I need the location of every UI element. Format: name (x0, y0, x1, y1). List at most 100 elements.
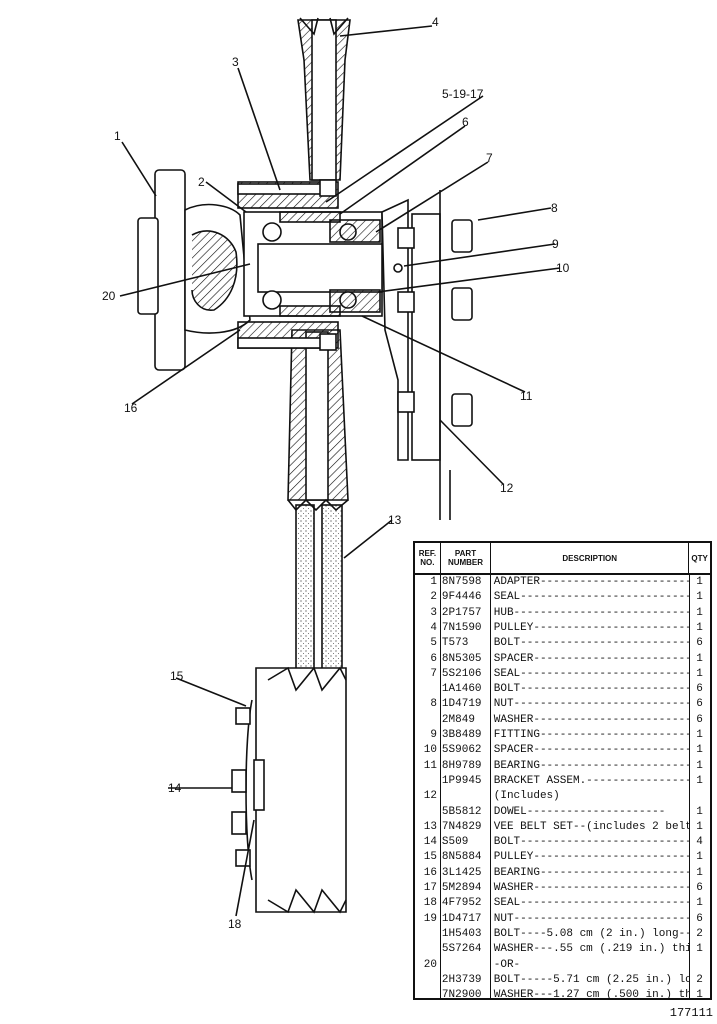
callout-2: 2 (198, 175, 205, 189)
row-part-number: 1D4717 (441, 912, 482, 925)
row-qty: 1 (696, 897, 703, 910)
row-part-number: 2M849 (441, 713, 475, 726)
row-ref-no: 13 (423, 820, 437, 833)
row-qty: 1 (696, 774, 703, 787)
row-part-number: 2P1757 (441, 606, 482, 619)
row-qty: 1 (696, 820, 703, 833)
row-qty: 1 (696, 805, 703, 818)
row-ref-no: 16 (423, 866, 437, 879)
row-part-number: 3B8489 (441, 729, 482, 741)
row-part-number: 5S9062 (441, 744, 482, 757)
row-description: PULLEY------------------------ (493, 621, 690, 634)
callout-11: 11 (520, 389, 533, 403)
header-qty: QTY (691, 553, 708, 563)
row-qty: 1 (696, 989, 703, 1002)
callout-15: 15 (170, 669, 184, 683)
row-part-number: 2H3739 (441, 973, 482, 986)
callout-8: 8 (551, 201, 558, 215)
row-part-number: 7N2900 (441, 989, 482, 1002)
row-part-number: T573 (441, 637, 469, 650)
callout-3: 3 (232, 55, 239, 69)
bearing-upper (262, 222, 282, 242)
row-ref-no: 12 (423, 790, 437, 803)
callout-6: 6 (462, 115, 469, 129)
row-ref-no: 15 (423, 851, 437, 864)
row-ref-no (415, 988, 440, 1003)
callout-4: 4 (432, 15, 439, 29)
row-description: WASHER------------------------ (493, 713, 690, 726)
row-ref-no (415, 927, 440, 942)
grease-fitting (393, 263, 403, 273)
row-ref-no: 2 (430, 591, 437, 604)
row-ref-no (415, 682, 440, 697)
row-ref-no: 10 (423, 744, 437, 757)
row-ref-no: 4 (430, 621, 437, 634)
row-part-number: 4F7952 (441, 897, 482, 910)
row-part-number: 5B5812 (441, 805, 482, 818)
row-description: BRACKET ASSEM.---------------- (493, 774, 690, 787)
row-ref-no (415, 774, 440, 789)
row-description: HUB--------------------------- (493, 606, 690, 619)
row-description: VEE BELT SET--(includes 2 belts)- (493, 820, 690, 833)
row-qty: 1 (696, 759, 703, 772)
table-row: 12 (Includes) (415, 789, 710, 804)
row-ref-no: 19 (423, 912, 437, 925)
row-description: NUT--------------------------- (493, 912, 690, 925)
row-ref-no (415, 805, 440, 820)
row-part-number: 5M2894 (441, 882, 482, 894)
row-ref-no (415, 973, 440, 988)
row-part-number: 5S2106 (441, 667, 482, 680)
row-ref-no: 8 (430, 698, 437, 711)
table-row: 20 -OR- (415, 958, 710, 973)
header-part-number: PART NUMBER (441, 543, 492, 573)
callout-18: 18 (228, 917, 242, 931)
row-qty: 1 (696, 576, 703, 588)
callout-9: 9 (552, 237, 559, 251)
row-qty (689, 958, 710, 973)
figure-number: 177111 (669, 1006, 713, 1020)
row-qty: 2 (696, 973, 703, 986)
row-description: BOLT-------------------------- (493, 683, 690, 696)
row-qty: 2 (696, 927, 703, 940)
row-part-number: 3L1425 (441, 866, 482, 879)
row-ref-no: 14 (423, 836, 437, 849)
row-qty (689, 789, 710, 804)
row-qty: 6 (696, 637, 703, 650)
row-ref-no (415, 713, 440, 728)
table-row: 4 7N1590 PULLEY------------------------ 1 (415, 621, 710, 636)
row-description: SPACER------------------------ (493, 652, 690, 665)
row-part-number: 7N1590 (441, 621, 482, 634)
row-qty: 1 (696, 866, 703, 879)
row-ref-no: 6 (430, 652, 437, 665)
table-row: 9 3B8489 FITTING----------------------- 1 (415, 728, 710, 743)
row-description: -OR- (493, 958, 521, 971)
row-ref-no: 9 (430, 729, 437, 741)
row-part-number: 1P9945 (441, 774, 482, 787)
row-description: ADAPTER----------------------- (493, 576, 690, 588)
row-ref-no: 17 (423, 882, 437, 894)
row-description: WASHER---.55 cm (.219 in.) thick (493, 943, 690, 956)
callout-13: 13 (388, 513, 402, 527)
row-ref-no: 11 (423, 759, 437, 772)
row-qty: 1 (696, 621, 703, 634)
row-part-number: 1H5403 (441, 927, 482, 940)
row-part-number (440, 958, 491, 973)
callout-1: 1 (114, 129, 121, 143)
row-description: FITTING----------------------- (493, 729, 690, 741)
lower-pulley (255, 667, 347, 913)
row-qty: 1 (696, 729, 703, 741)
row-description: BEARING----------------------- (493, 759, 690, 772)
